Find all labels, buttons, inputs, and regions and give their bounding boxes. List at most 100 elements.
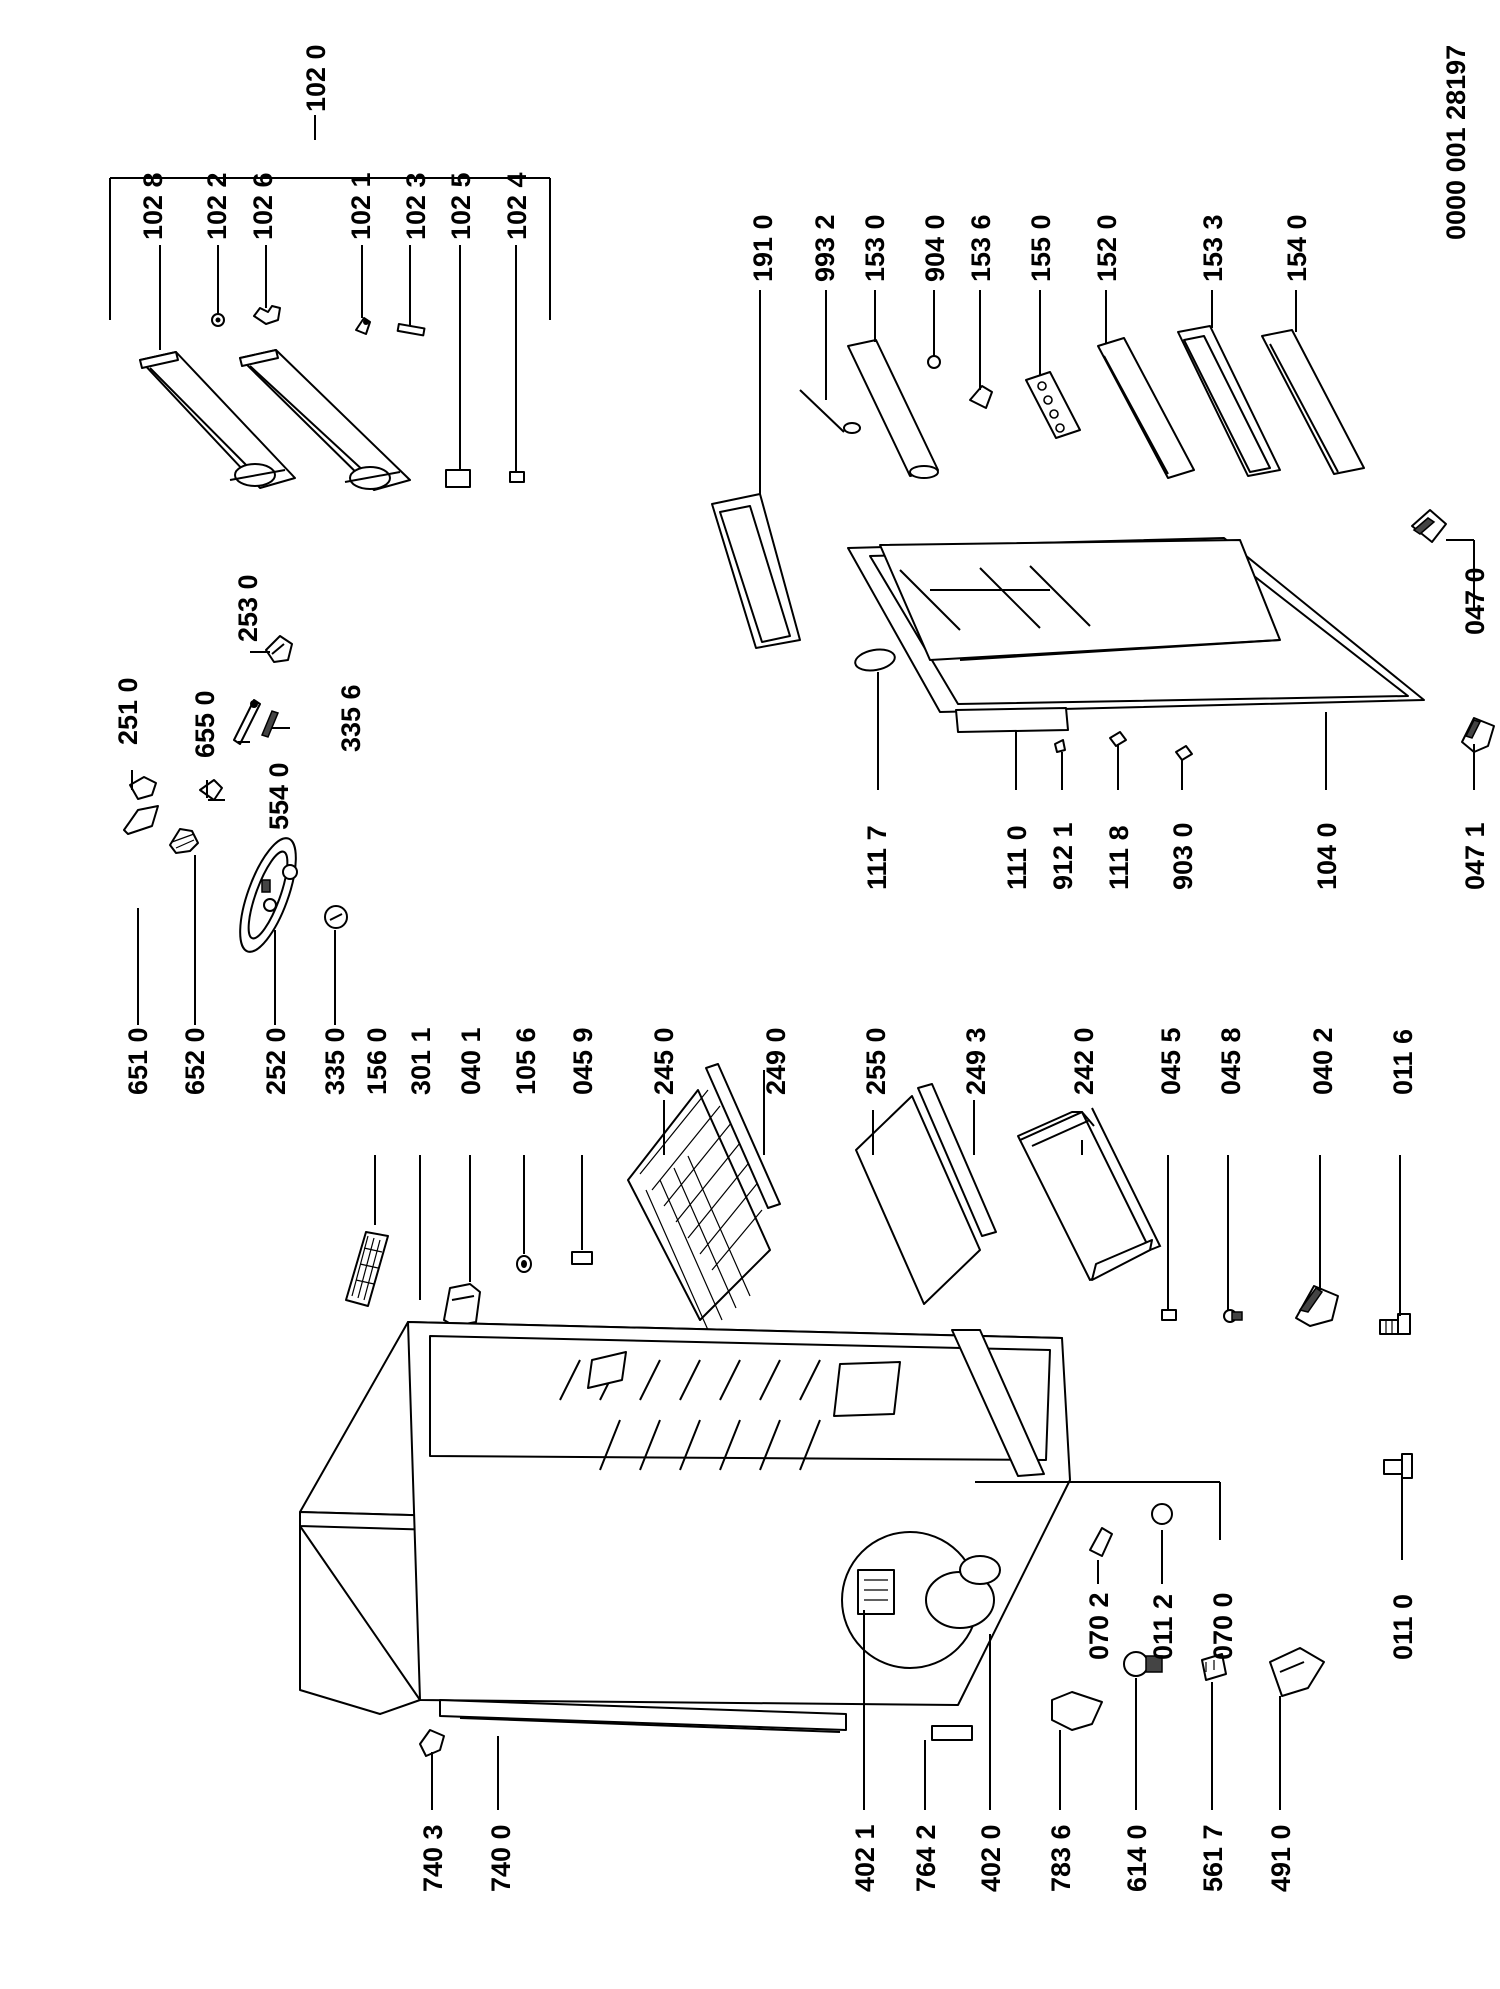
part-label-105-6: 105 6 — [511, 1027, 541, 1095]
hinge-bracket-part[interactable] — [253, 305, 281, 325]
hinge-lower-part[interactable] — [1295, 1285, 1339, 1327]
capillary-part[interactable] — [931, 1725, 973, 1741]
part-label-102-5: 102 5 — [446, 172, 476, 240]
part-label-111-8: 111 8 — [1104, 825, 1134, 890]
part-label-102-2: 102 2 — [202, 172, 232, 240]
capacitor-part[interactable] — [1269, 1647, 1325, 1697]
door-shelf-1-part[interactable] — [1097, 337, 1195, 479]
drain-tray-part[interactable] — [1051, 1691, 1103, 1731]
part-label-335-6: 335 6 — [336, 684, 366, 752]
glass-shelf-part[interactable] — [855, 1095, 981, 1305]
part-label-253-0: 253 0 — [233, 574, 263, 642]
lamp-cover-part[interactable] — [123, 805, 159, 835]
rubber-foot-part[interactable] — [1383, 1453, 1413, 1479]
freezer-flap-part-2[interactable] — [239, 349, 411, 491]
door-hinge-bottom-part[interactable] — [1461, 717, 1495, 753]
part-label-255-0: 255 0 — [861, 1027, 891, 1095]
door-hinge-top-part[interactable] — [1411, 509, 1447, 543]
hose-clip-part[interactable] — [1089, 1527, 1113, 1557]
door-wire-part[interactable] — [799, 389, 861, 434]
cabinet-body[interactable] — [299, 1321, 1071, 1715]
part-label-152-0: 152 0 — [1092, 214, 1122, 282]
part-label-301-1: 301 1 — [406, 1027, 436, 1095]
freezer-flap-part[interactable] — [139, 351, 296, 489]
part-label-153-6: 153 6 — [966, 214, 996, 282]
part-label-011-2: 011 2 — [1148, 1594, 1178, 1660]
door-screw-part[interactable] — [1054, 739, 1066, 753]
part-label-102-3: 102 3 — [401, 172, 431, 240]
egg-tray-part[interactable] — [1025, 371, 1081, 439]
part-label-740-3: 740 3 — [418, 1824, 448, 1892]
part-label-335-0: 335 0 — [320, 1027, 350, 1095]
part-label-655-0: 655 0 — [190, 690, 220, 758]
door-stop-part[interactable] — [1175, 745, 1193, 761]
part-label-402-0: 402 0 — [976, 1824, 1006, 1892]
starter-part[interactable] — [1201, 1653, 1227, 1681]
door-clip-part[interactable] — [1109, 731, 1127, 747]
egg-clip-part[interactable] — [969, 385, 993, 409]
small-label-part[interactable] — [509, 471, 525, 483]
part-label-102-4: 102 4 — [502, 172, 532, 240]
thermostat-group: 251 0 253 0 655 0 335 6 554 0 651 0 652 … — [113, 574, 366, 1095]
door-cap-part[interactable] — [927, 355, 941, 369]
pin-part[interactable] — [571, 1251, 593, 1265]
part-label-153-3: 153 3 — [1198, 214, 1228, 282]
part-label-045-8: 045 8 — [1216, 1027, 1246, 1095]
bracket-part[interactable] — [443, 1283, 481, 1327]
part-label-102-8: 102 8 — [138, 172, 168, 240]
door-rail-part[interactable] — [955, 707, 1069, 733]
ice-tray-part[interactable] — [345, 1231, 389, 1307]
dairy-compartment-part[interactable] — [847, 339, 939, 479]
part-label-040-1: 040 1 — [456, 1027, 486, 1095]
part-label-102-6: 102 6 — [248, 172, 278, 240]
leveling-foot-part[interactable] — [1161, 1309, 1177, 1321]
wire-shelf-part[interactable] — [627, 1089, 771, 1331]
switch-part[interactable] — [199, 779, 223, 801]
label-sticker-part[interactable] — [445, 469, 471, 488]
clip-part[interactable] — [265, 635, 293, 663]
door-shelf-2-part[interactable] — [1177, 325, 1281, 477]
door-gasket-strip-part[interactable] — [711, 493, 801, 649]
spring-part[interactable] — [260, 710, 280, 738]
thermostat-housing-part[interactable] — [229, 832, 308, 958]
part-label-040-2: 040 2 — [1308, 1027, 1338, 1095]
freezer-flaps-group: 102 0 102 8 102 2 102 6 102 1 102 3 102 … — [109, 44, 551, 491]
damper-part[interactable] — [1151, 1503, 1173, 1525]
part-label-904-0: 904 0 — [920, 214, 950, 282]
thermostat-sensor-part[interactable] — [233, 699, 261, 745]
part-label-111-0: 111 0 — [1002, 825, 1032, 890]
door-panel-part[interactable] — [847, 537, 1425, 713]
bulb-part[interactable] — [129, 776, 157, 800]
door-shelf-3-part[interactable] — [1261, 329, 1365, 475]
foot-screw-part[interactable] — [1379, 1313, 1411, 1335]
part-label-070-2: 070 2 — [1084, 1592, 1114, 1660]
crisper-drawer-part[interactable] — [1017, 1107, 1162, 1281]
part-label-102-1: 102 1 — [346, 172, 376, 240]
thermostat-knob-part[interactable] — [324, 905, 348, 929]
part-label-153-0: 153 0 — [860, 214, 890, 282]
part-label-155-0: 155 0 — [1026, 214, 1056, 282]
lamp-holder-part[interactable] — [169, 828, 199, 854]
part-label-651-0: 651 0 — [123, 1027, 153, 1095]
grommet-part[interactable] — [516, 1255, 532, 1273]
part-label-903-0: 903 0 — [1168, 822, 1198, 890]
part-label-249-3: 249 3 — [961, 1027, 991, 1095]
part-label-111-7: 111 7 — [862, 825, 892, 890]
document-number: 0000 001 28197 — [1441, 45, 1471, 240]
hinge-pin-part[interactable] — [211, 313, 225, 327]
flap-latch-part[interactable] — [355, 317, 371, 335]
glass-shelf-trim-part[interactable] — [917, 1083, 997, 1237]
compressor-unit-part[interactable] — [841, 1531, 1001, 1669]
condenser-part[interactable] — [439, 1699, 847, 1733]
door-handle-part[interactable] — [854, 647, 897, 674]
part-label-011-6: 011 6 — [1388, 1029, 1418, 1095]
overload-relay-part[interactable] — [1123, 1651, 1163, 1677]
part-label-614-0: 614 0 — [1122, 1824, 1152, 1892]
flap-strip-part[interactable] — [396, 322, 426, 337]
screw-part[interactable] — [1223, 1309, 1243, 1323]
accessories-group: 156 0 301 1 040 1 105 6 045 9 245 0 249 … — [345, 1027, 1418, 1335]
shelf-trim-part[interactable] — [705, 1063, 781, 1209]
part-label-993-2: 993 2 — [810, 214, 840, 282]
part-label-740-0: 740 0 — [486, 1824, 516, 1892]
